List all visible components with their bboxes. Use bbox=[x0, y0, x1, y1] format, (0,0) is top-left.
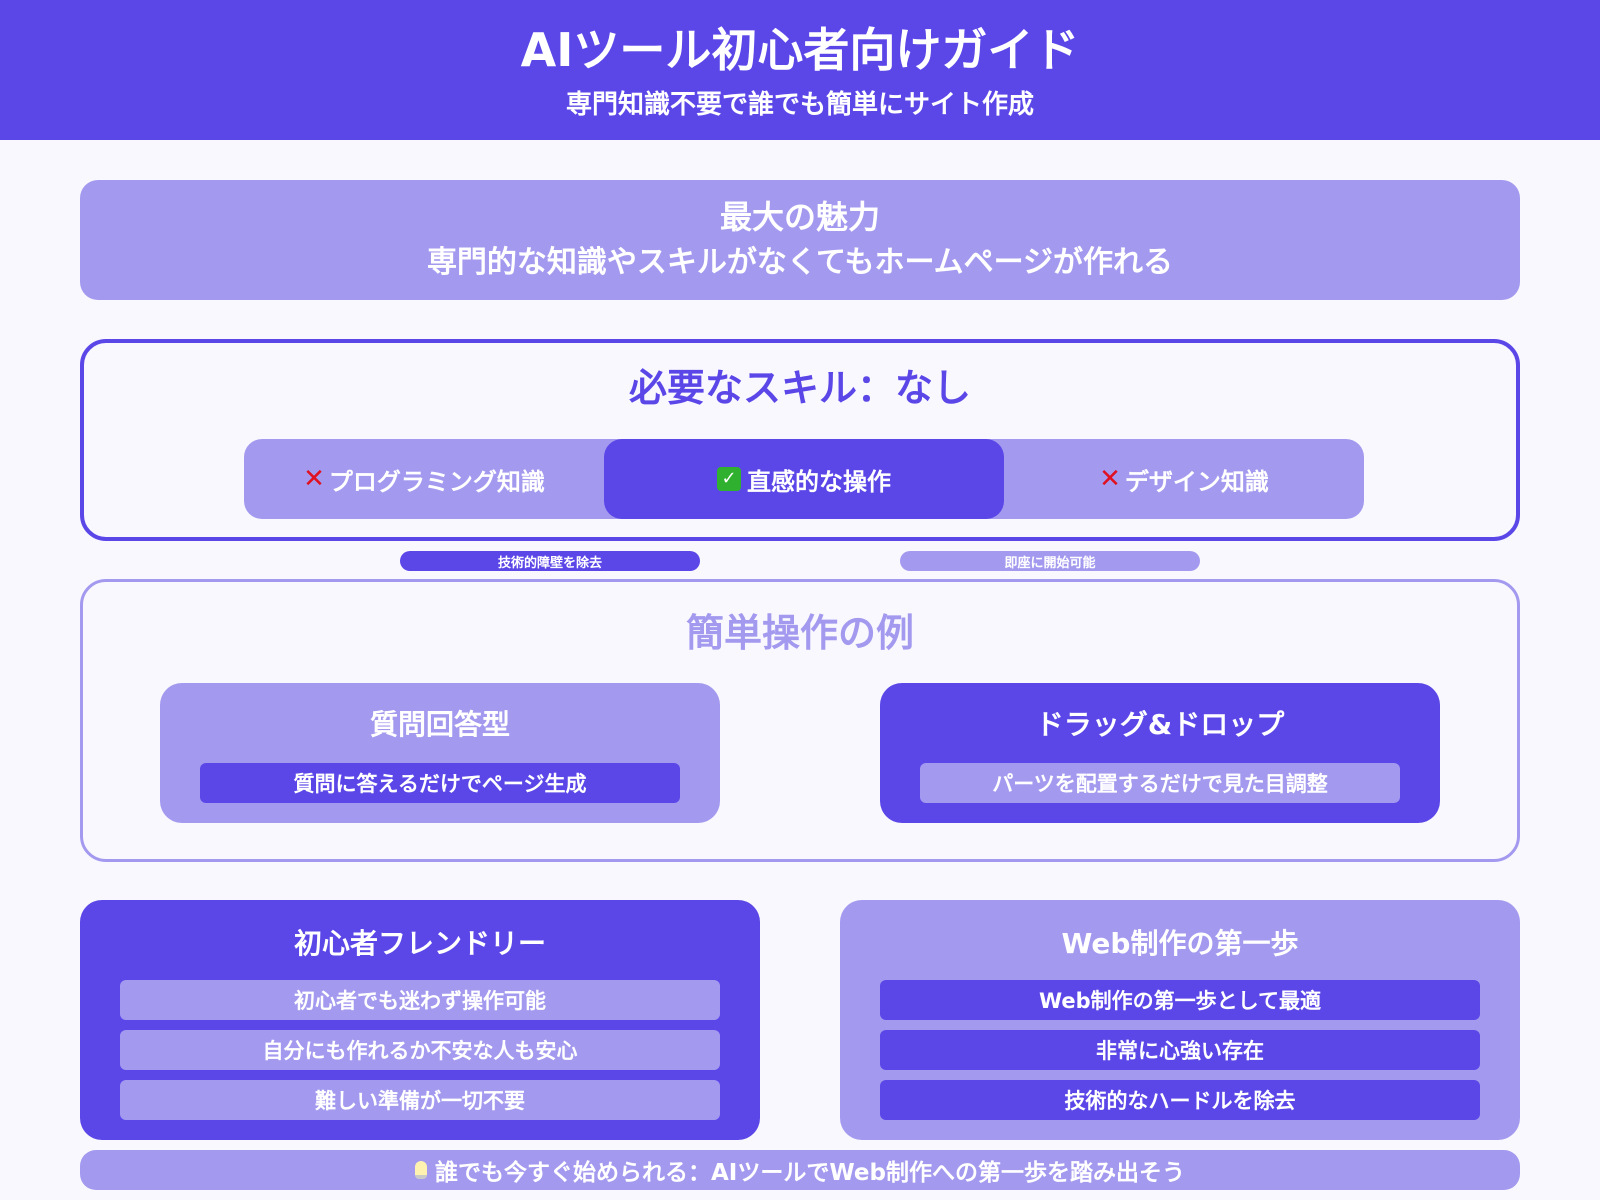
panel-item: Web制作の第一歩として最適 bbox=[880, 980, 1480, 1020]
tag-instant-start: 即座に開始可能 bbox=[900, 551, 1200, 571]
example-title: ドラッグ&ドロップ bbox=[1035, 708, 1285, 741]
page-title: AIツール初心者向けガイド bbox=[520, 23, 1080, 77]
simple-operation-examples: 簡単操作の例 質問回答型 質問に答えるだけでページ生成 ドラッグ&ドロップ パー… bbox=[80, 579, 1520, 862]
panel-item: 非常に心強い存在 bbox=[880, 1030, 1480, 1070]
skill-intuitive-operation: ✓ 直感的な操作 bbox=[604, 439, 1004, 519]
skill-label: プログラミング知識 bbox=[328, 467, 545, 496]
tag-remove-barrier: 技術的障壁を除去 bbox=[400, 551, 700, 571]
skill-label: 直感的な操作 bbox=[747, 467, 891, 496]
example-desc: パーツを配置するだけで見た目調整 bbox=[920, 763, 1400, 803]
skill-bar: ✕ プログラミング知識 ✓ 直感的な操作 ✕ デザイン知識 bbox=[244, 439, 1364, 519]
example-title: 質問回答型 bbox=[369, 708, 510, 741]
cross-mark-icon: ✕ bbox=[1099, 464, 1121, 494]
examples-heading: 簡単操作の例 bbox=[685, 611, 914, 655]
footer-text: 誰でも今すぐ始められる：AIツールでWeb制作への第一歩を踏み出そう bbox=[435, 1160, 1185, 1186]
beginner-friendly-panel: 初心者フレンドリー 初心者でも迷わず操作可能 自分にも作れるか不安な人も安心 難… bbox=[80, 900, 760, 1140]
lightbulb-icon bbox=[415, 1161, 427, 1179]
skill-design: ✕ デザイン知識 bbox=[1004, 439, 1364, 519]
panel-title: Web制作の第一歩 bbox=[1061, 927, 1299, 960]
footer-callout: 誰でも今すぐ始められる：AIツールでWeb制作への第一歩を踏み出そう bbox=[80, 1150, 1520, 1190]
example-card-drag-drop: ドラッグ&ドロップ パーツを配置するだけで見た目調整 bbox=[880, 683, 1440, 823]
panel-item: 技術的なハードルを除去 bbox=[880, 1080, 1480, 1120]
appeal-text: 専門的な知識やスキルがなくてもホームページが作れる bbox=[426, 245, 1174, 280]
header-banner: AIツール初心者向けガイド 専門知識不要で誰でも簡単にサイト作成 bbox=[0, 0, 1600, 140]
skill-programming: ✕ プログラミング知識 bbox=[244, 439, 604, 519]
panel-item: 初心者でも迷わず操作可能 bbox=[120, 980, 720, 1020]
example-card-qa: 質問回答型 質問に答えるだけでページ生成 bbox=[160, 683, 720, 823]
cross-mark-icon: ✕ bbox=[303, 464, 325, 494]
example-desc: 質問に答えるだけでページ生成 bbox=[200, 763, 680, 803]
required-skills-section: 必要なスキル：なし ✕ プログラミング知識 ✓ 直感的な操作 ✕ デザイン知識 bbox=[80, 339, 1520, 541]
skills-heading: 必要なスキル：なし bbox=[628, 366, 971, 410]
panel-item: 難しい準備が一切不要 bbox=[120, 1080, 720, 1120]
check-mark-icon: ✓ bbox=[717, 467, 741, 491]
main-appeal-box: 最大の魅力 専門的な知識やスキルがなくてもホームページが作れる bbox=[80, 180, 1520, 300]
web-first-step-panel: Web制作の第一歩 Web制作の第一歩として最適 非常に心強い存在 技術的なハー… bbox=[840, 900, 1520, 1140]
appeal-heading: 最大の魅力 bbox=[719, 198, 880, 236]
panel-title: 初心者フレンドリー bbox=[293, 927, 546, 960]
page-subtitle: 専門知識不要で誰でも簡単にサイト作成 bbox=[565, 90, 1034, 120]
skill-label: デザイン知識 bbox=[1124, 467, 1269, 496]
panel-item: 自分にも作れるか不安な人も安心 bbox=[120, 1030, 720, 1070]
